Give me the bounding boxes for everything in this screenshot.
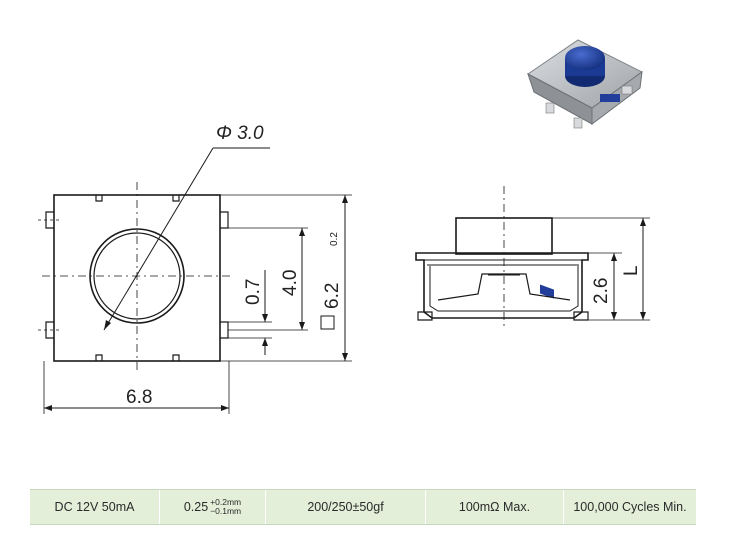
diameter-label: Φ 3.0 — [216, 123, 264, 144]
spec-force: 200/250±50gf — [266, 490, 426, 524]
square-size-label: 6.2 — [322, 283, 343, 309]
side-length-label: L — [621, 265, 642, 276]
spec-travel-plus: +0.2mm — [210, 497, 242, 507]
spec-travel: 0.25 +0.2mm −0.1mm — [160, 490, 266, 524]
top-view — [38, 147, 352, 414]
side-view — [415, 186, 650, 330]
side-height-label: 2.6 — [591, 278, 612, 304]
spec-resistance: 100mΩ Max. — [426, 490, 564, 524]
pitch-label: 0.7 — [243, 279, 264, 305]
spec-life: 100,000 Cycles Min. — [573, 500, 687, 514]
spec-rating: DC 12V 50mA — [30, 490, 160, 524]
tolerance-label: 0.2 — [329, 232, 340, 246]
square-symbol-icon — [320, 315, 335, 330]
width-label: 6.8 — [126, 387, 152, 408]
height-4-label: 4.0 — [280, 270, 301, 296]
spec-travel-minus: −0.1mm — [210, 506, 242, 516]
switch-photo-icon — [527, 39, 643, 299]
spec-strip: DC 12V 50mA 0.25 +0.2mm −0.1mm 200/250±5… — [30, 489, 696, 525]
spec-travel-main: 0.25 — [183, 500, 209, 514]
